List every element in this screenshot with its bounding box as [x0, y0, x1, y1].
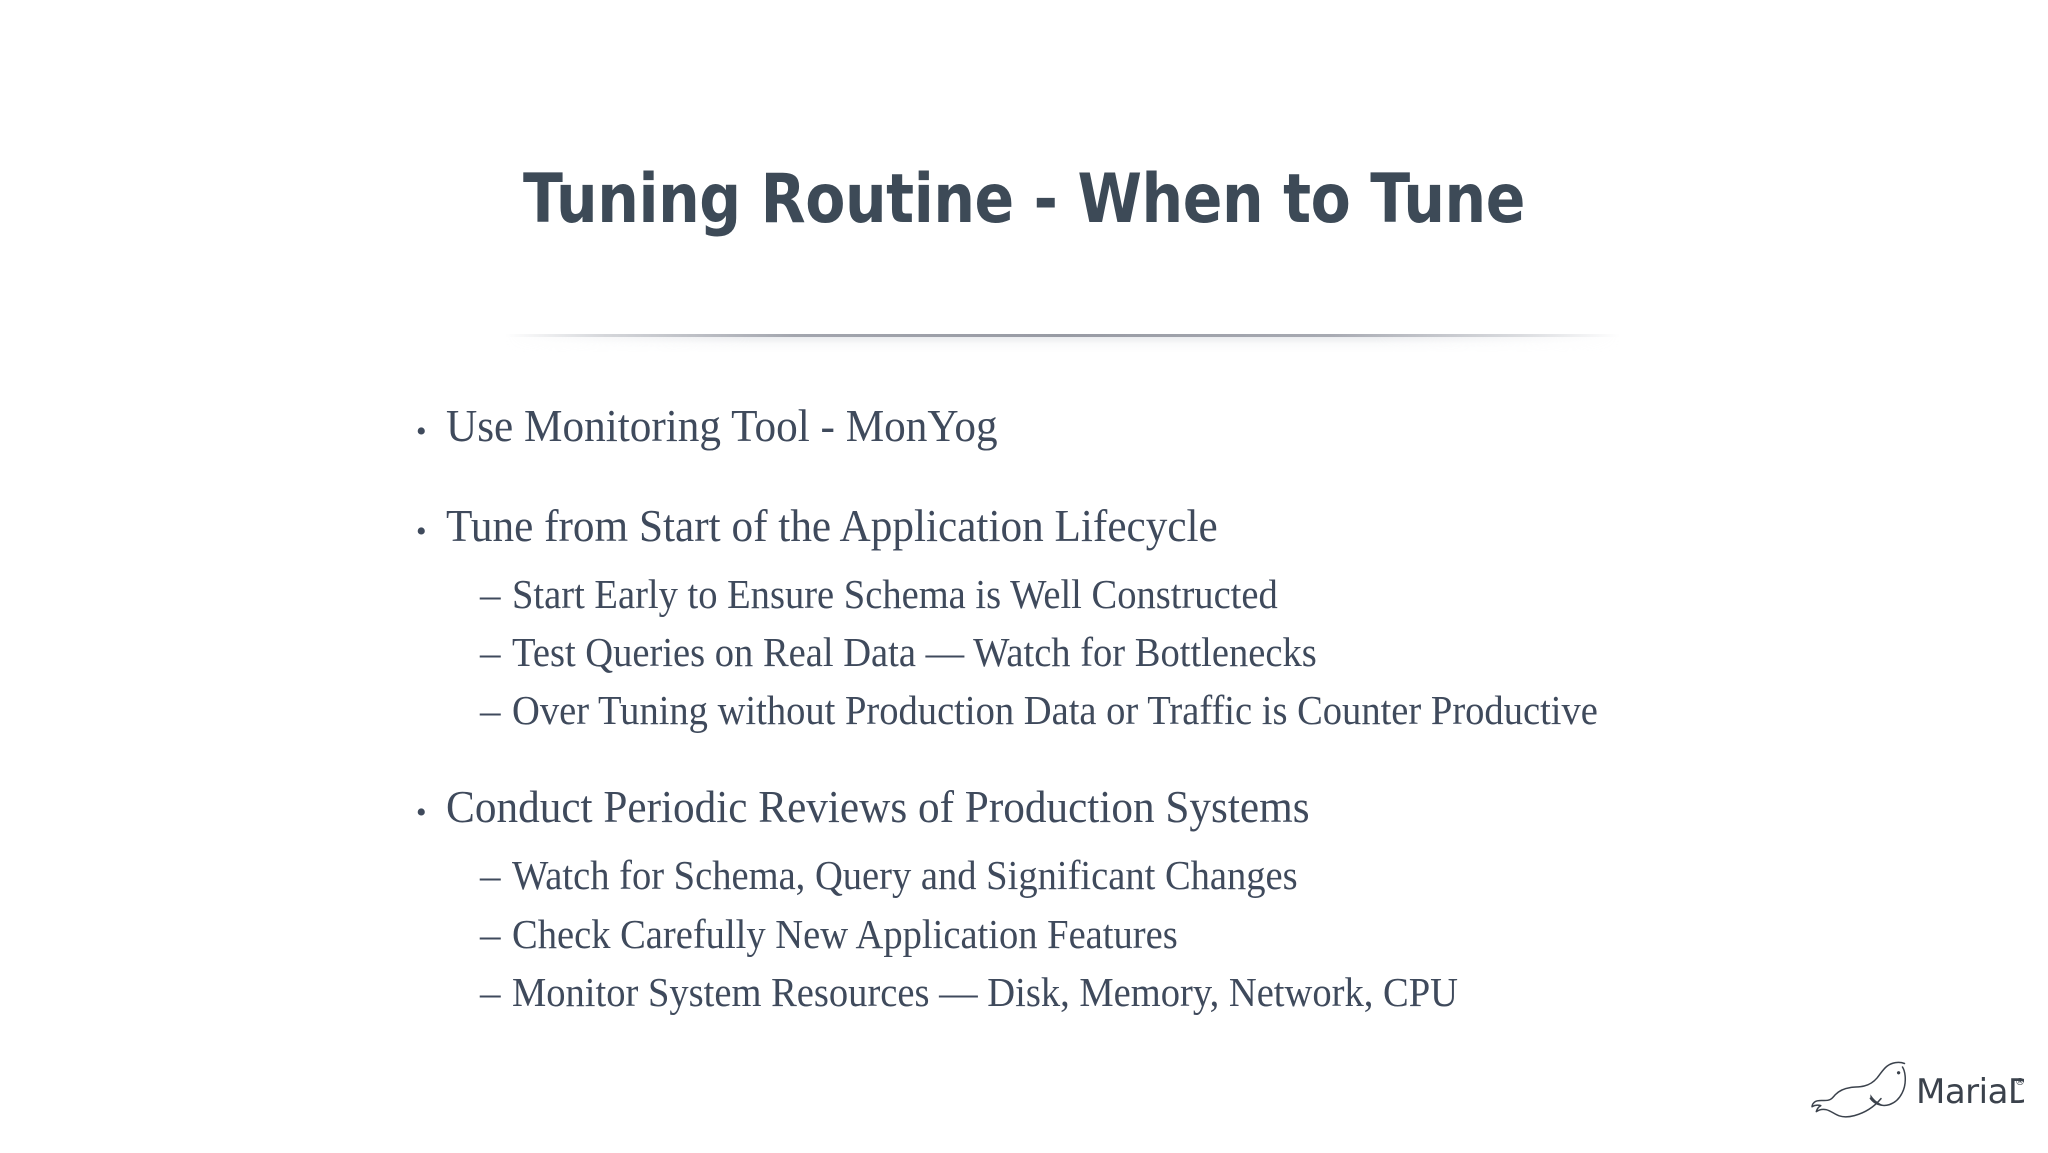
title-divider-shadow — [505, 337, 1620, 353]
seal-flipper — [1870, 1094, 1884, 1106]
dash-marker-icon: – — [480, 687, 501, 734]
bullet-content: • Use Monitoring Tool - MonYog • Tune fr… — [416, 396, 1976, 1019]
sub-bullet-item: – Monitor System Resources — Disk, Memor… — [480, 966, 1976, 1019]
dash-marker-icon: – — [480, 910, 501, 957]
dash-marker-icon: – — [480, 570, 501, 617]
title-divider — [505, 334, 1620, 337]
bullet-marker-icon: • — [416, 796, 427, 830]
sub-bullet-label: Monitor System Resources — Disk, Memory,… — [512, 968, 1458, 1015]
bullet-item: • Tune from Start of the Application Lif… — [416, 496, 1976, 556]
bullet-group: • Tune from Start of the Application Lif… — [416, 496, 1976, 738]
logo-wordmark: MariaDB ® — [1916, 1072, 2024, 1112]
sub-bullet-label: Test Queries on Real Data — Watch for Bo… — [512, 628, 1317, 675]
dash-marker-icon: – — [480, 968, 501, 1015]
dash-marker-icon: – — [480, 852, 501, 899]
bullet-item: • Use Monitoring Tool - MonYog — [416, 396, 1976, 456]
sub-bullet-item: – Test Queries on Real Data — Watch for … — [480, 626, 1976, 679]
bullet-group: • Conduct Periodic Reviews of Production… — [416, 777, 1976, 1019]
svg-text:MariaDB: MariaDB — [1916, 1072, 2024, 1112]
bullet-label: Conduct Periodic Reviews of Production S… — [446, 781, 1310, 833]
sub-bullet-item: – Start Early to Ensure Schema is Well C… — [480, 568, 1976, 621]
bullet-item: • Conduct Periodic Reviews of Production… — [416, 777, 1976, 837]
sub-bullet-item: – Watch for Schema, Query and Significan… — [480, 849, 1976, 902]
sub-bullet-item: – Over Tuning without Production Data or… — [480, 684, 1976, 737]
bullet-label: Use Monitoring Tool - MonYog — [446, 400, 998, 451]
dash-marker-icon: – — [480, 628, 501, 675]
sub-bullet-label: Check Carefully New Application Features — [512, 910, 1178, 957]
bullet-marker-icon: • — [416, 415, 427, 448]
svg-text:®: ® — [2015, 1077, 2024, 1088]
page-title: Tuning Routine - When to Tune — [523, 159, 1525, 239]
sub-bullet-label: Over Tuning without Production Data or T… — [512, 687, 1598, 734]
bullet-marker-icon: • — [416, 514, 427, 548]
sub-bullet-list: – Start Early to Ensure Schema is Well C… — [416, 568, 1976, 738]
bullet-group: • Use Monitoring Tool - MonYog — [416, 396, 1976, 456]
seal-icon — [1811, 1061, 1907, 1118]
mariadb-logo: MariaDB ® — [1808, 1057, 2024, 1133]
sub-bullet-item: – Check Carefully New Application Featur… — [480, 908, 1976, 961]
sub-bullet-label: Watch for Schema, Query and Significant … — [512, 852, 1298, 899]
bullet-label: Tune from Start of the Application Lifec… — [446, 499, 1218, 551]
sub-bullet-list: – Watch for Schema, Query and Significan… — [416, 849, 1976, 1019]
sub-bullet-label: Start Early to Ensure Schema is Well Con… — [512, 570, 1278, 617]
